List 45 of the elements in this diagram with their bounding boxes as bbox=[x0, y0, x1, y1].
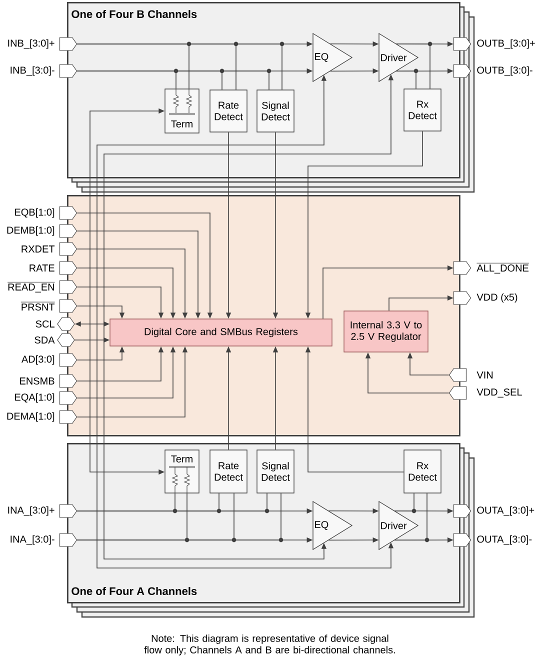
pin-label: SDA bbox=[34, 336, 55, 344]
regulator-block: Internal 3.3 V to 2.5 V Regulator bbox=[344, 310, 428, 352]
connector-line bbox=[76, 492, 282, 540]
digital-core-block: Digital Core and SMBus Registers bbox=[110, 318, 332, 346]
panel-title: One of Four A Channels bbox=[72, 586, 197, 596]
pin-label: OUTB_[3:0]+ bbox=[476, 38, 536, 50]
pin-label: INB_[3:0]+ bbox=[8, 39, 54, 49]
pin-label: READ_EN bbox=[7, 282, 55, 292]
pin-label: VIN bbox=[476, 371, 494, 379]
pin-label: EQA[1:0] bbox=[15, 393, 54, 403]
pin-label: OUTA_[3:0]+ bbox=[476, 506, 536, 516]
detector-block: Rx Detect bbox=[404, 88, 442, 132]
pin-label: DEMB[1:0] bbox=[7, 226, 54, 236]
pin-label: RATE bbox=[30, 264, 54, 272]
connector-line bbox=[76, 492, 268, 512]
connector-line bbox=[76, 70, 270, 90]
pin-label: PRSNT bbox=[20, 302, 55, 311]
pin-label: OUTB_[3:0]- bbox=[476, 66, 534, 76]
pin-label: OUTA_[3:0]- bbox=[476, 534, 533, 546]
pin-label: VDD (x5) bbox=[476, 292, 518, 304]
termination-block: Term bbox=[164, 88, 200, 134]
pin-label: DEMA[1:0] bbox=[7, 412, 54, 422]
pin-label: EQB[1:0] bbox=[15, 208, 54, 218]
connector-line bbox=[396, 44, 430, 90]
pin-label: SCL bbox=[36, 320, 54, 328]
caption: Note: This diagram is representative of device signal flow only; Channels A and B are bi-directional channels. bbox=[144, 634, 395, 656]
panel-title: One of Four B Channels bbox=[72, 10, 197, 18]
pin-label: AD[3:0] bbox=[21, 355, 54, 365]
detector-block: Rate Detect bbox=[210, 90, 248, 132]
pin-label: INA_[3:0]- bbox=[10, 535, 54, 545]
connector-line bbox=[396, 70, 416, 90]
detector-block: Rx Detect bbox=[404, 450, 442, 494]
pin-label: ENSMB bbox=[20, 377, 54, 385]
pin-label: ALL_DONE bbox=[476, 262, 530, 274]
pin-label: INA_[3:0]+ bbox=[8, 506, 54, 516]
detector-block: Signal Detect bbox=[256, 450, 294, 494]
connector-line bbox=[394, 492, 414, 512]
connector-line bbox=[76, 44, 282, 90]
detector-block: Signal Detect bbox=[256, 90, 294, 132]
pin-label: VDD_SEL bbox=[476, 388, 523, 398]
termination-block: Term bbox=[164, 450, 200, 494]
pin-label: RXDET bbox=[22, 246, 55, 252]
detector-block: Rate Detect bbox=[210, 450, 248, 494]
pin-label: INB_[3:0]- bbox=[10, 66, 54, 76]
connector-line bbox=[394, 492, 428, 541]
